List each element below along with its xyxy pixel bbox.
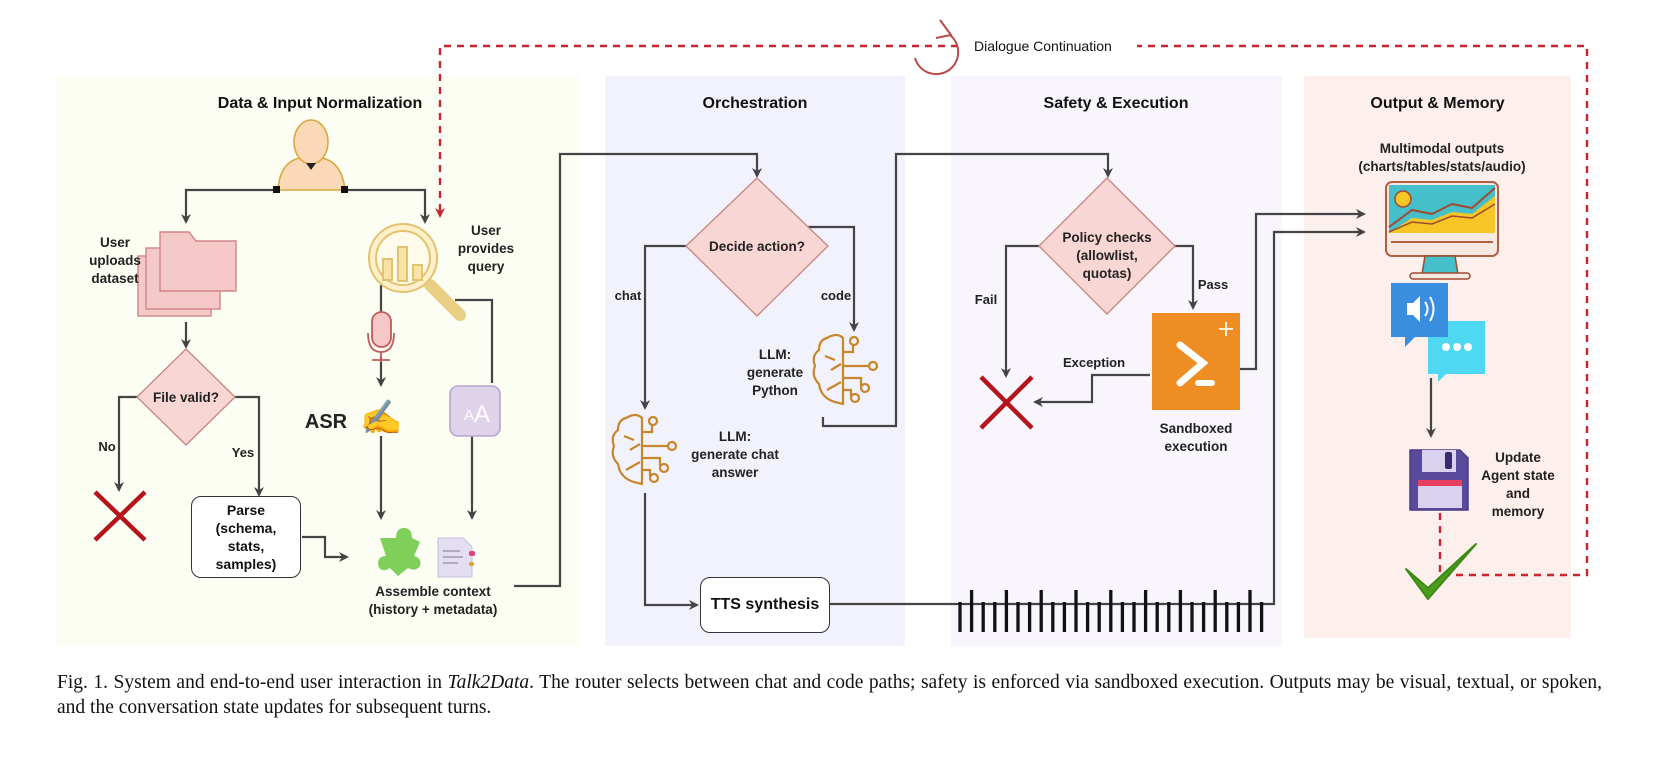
label-no: No: [98, 439, 116, 454]
refresh-loop-icon: [914, 19, 960, 76]
arrow-user-to-query: [345, 188, 430, 224]
decision-policy-checks: [1038, 177, 1176, 315]
label-llm-python: LLM: generate Python: [746, 347, 804, 398]
arrow-python-to-policy: [821, 152, 1113, 428]
label-policy-checks: Policy checks (allowlist, quotas): [1062, 230, 1152, 281]
label-exception: Exception: [1062, 355, 1126, 370]
document-icon: [437, 537, 475, 578]
arrow-fail: [1001, 244, 1048, 378]
save-disk-icon: [1409, 449, 1469, 511]
arrow-exception: [1033, 373, 1150, 407]
cross-icon: [979, 375, 1034, 430]
checkmark-icon: [1405, 543, 1477, 600]
terminal-icon: [1152, 313, 1240, 410]
arrow-yes: [233, 395, 264, 497]
decision-file-valid: [135, 348, 237, 446]
svg-text:A: A: [474, 401, 490, 428]
folder-stack-icon: [137, 231, 237, 317]
panel-title-safety: Safety & Execution: [1043, 95, 1189, 112]
parse-node: Parse (schema, stats, samples): [191, 496, 301, 578]
label-pass: Pass: [1197, 277, 1229, 292]
arrow-assemble-to-decide: [514, 152, 762, 588]
label-update-memory: Update Agent state and memory: [1481, 450, 1555, 519]
label-file-valid: File valid?: [152, 390, 220, 405]
label-assemble-context: Assemble context (history + metadata): [368, 584, 498, 617]
panel-title-orchestration: Orchestration: [702, 95, 808, 112]
label-user-query: User provides query: [457, 223, 515, 274]
svg-text:A: A: [464, 407, 474, 424]
panel-title-input: Data & Input Normalization: [217, 95, 423, 112]
text-size-icon: A A: [449, 385, 501, 437]
ai-brain-icon: [611, 413, 678, 486]
label-multimodal-outputs: Multimodal outputs (charts/tables/stats/…: [1358, 141, 1526, 174]
label-yes: Yes: [231, 445, 255, 460]
arrow-chat: [640, 244, 686, 410]
caption-system-name: Talk2Data: [447, 672, 530, 693]
label-code: code: [820, 288, 852, 303]
arrow-sandbox-to-output: [1240, 209, 1366, 371]
label-asr: ASR: [304, 411, 348, 433]
user-icon: [273, 119, 348, 193]
caption-prefix: Fig. 1. System and end-to-end user inter…: [57, 672, 448, 693]
chart-monitor-icon: [1385, 181, 1499, 280]
arrow-no: [114, 395, 137, 492]
arrow-chat-to-tts: [643, 493, 699, 610]
arrow-pass: [1164, 244, 1198, 310]
label-decide-action: Decide action?: [708, 239, 806, 254]
microphone-icon: [367, 311, 395, 362]
label-sandboxed-execution: Sandboxed execution: [1159, 421, 1233, 454]
speech-audio-icon: [1391, 283, 1485, 382]
label-chat: chat: [614, 288, 642, 303]
ai-brain-icon: [812, 333, 879, 406]
arrow-tts-to-output: [828, 227, 1366, 606]
tts-node: TTS synthesis: [700, 577, 830, 633]
caption-suffix: . The router selects between chat and co…: [57, 672, 1602, 718]
writing-hand-icon: ✍: [360, 399, 403, 437]
arrow-code: [803, 225, 859, 332]
analytics-search-icon: [368, 223, 466, 321]
label-user-uploads: User uploads dataset: [89, 235, 141, 286]
arrow-parse-to-assemble: [302, 535, 349, 562]
arrow-user-to-upload: [181, 188, 278, 224]
puzzle-icon: [378, 528, 421, 576]
dialogue-continuation-loop: [435, 44, 1589, 577]
audio-waveform-icon: [958, 590, 1264, 632]
line-query-to-text: [455, 298, 494, 383]
figure-caption: Fig. 1. System and end-to-end user inter…: [57, 670, 1602, 720]
cross-icon: [93, 490, 147, 542]
label-llm-chat: LLM: generate chat answer: [691, 429, 779, 480]
dialogue-continuation-label: Dialogue Continuation: [972, 38, 1114, 54]
panel-title-output: Output & Memory: [1370, 95, 1505, 112]
decision-decide-action: [684, 177, 830, 317]
label-fail: Fail: [974, 292, 998, 307]
